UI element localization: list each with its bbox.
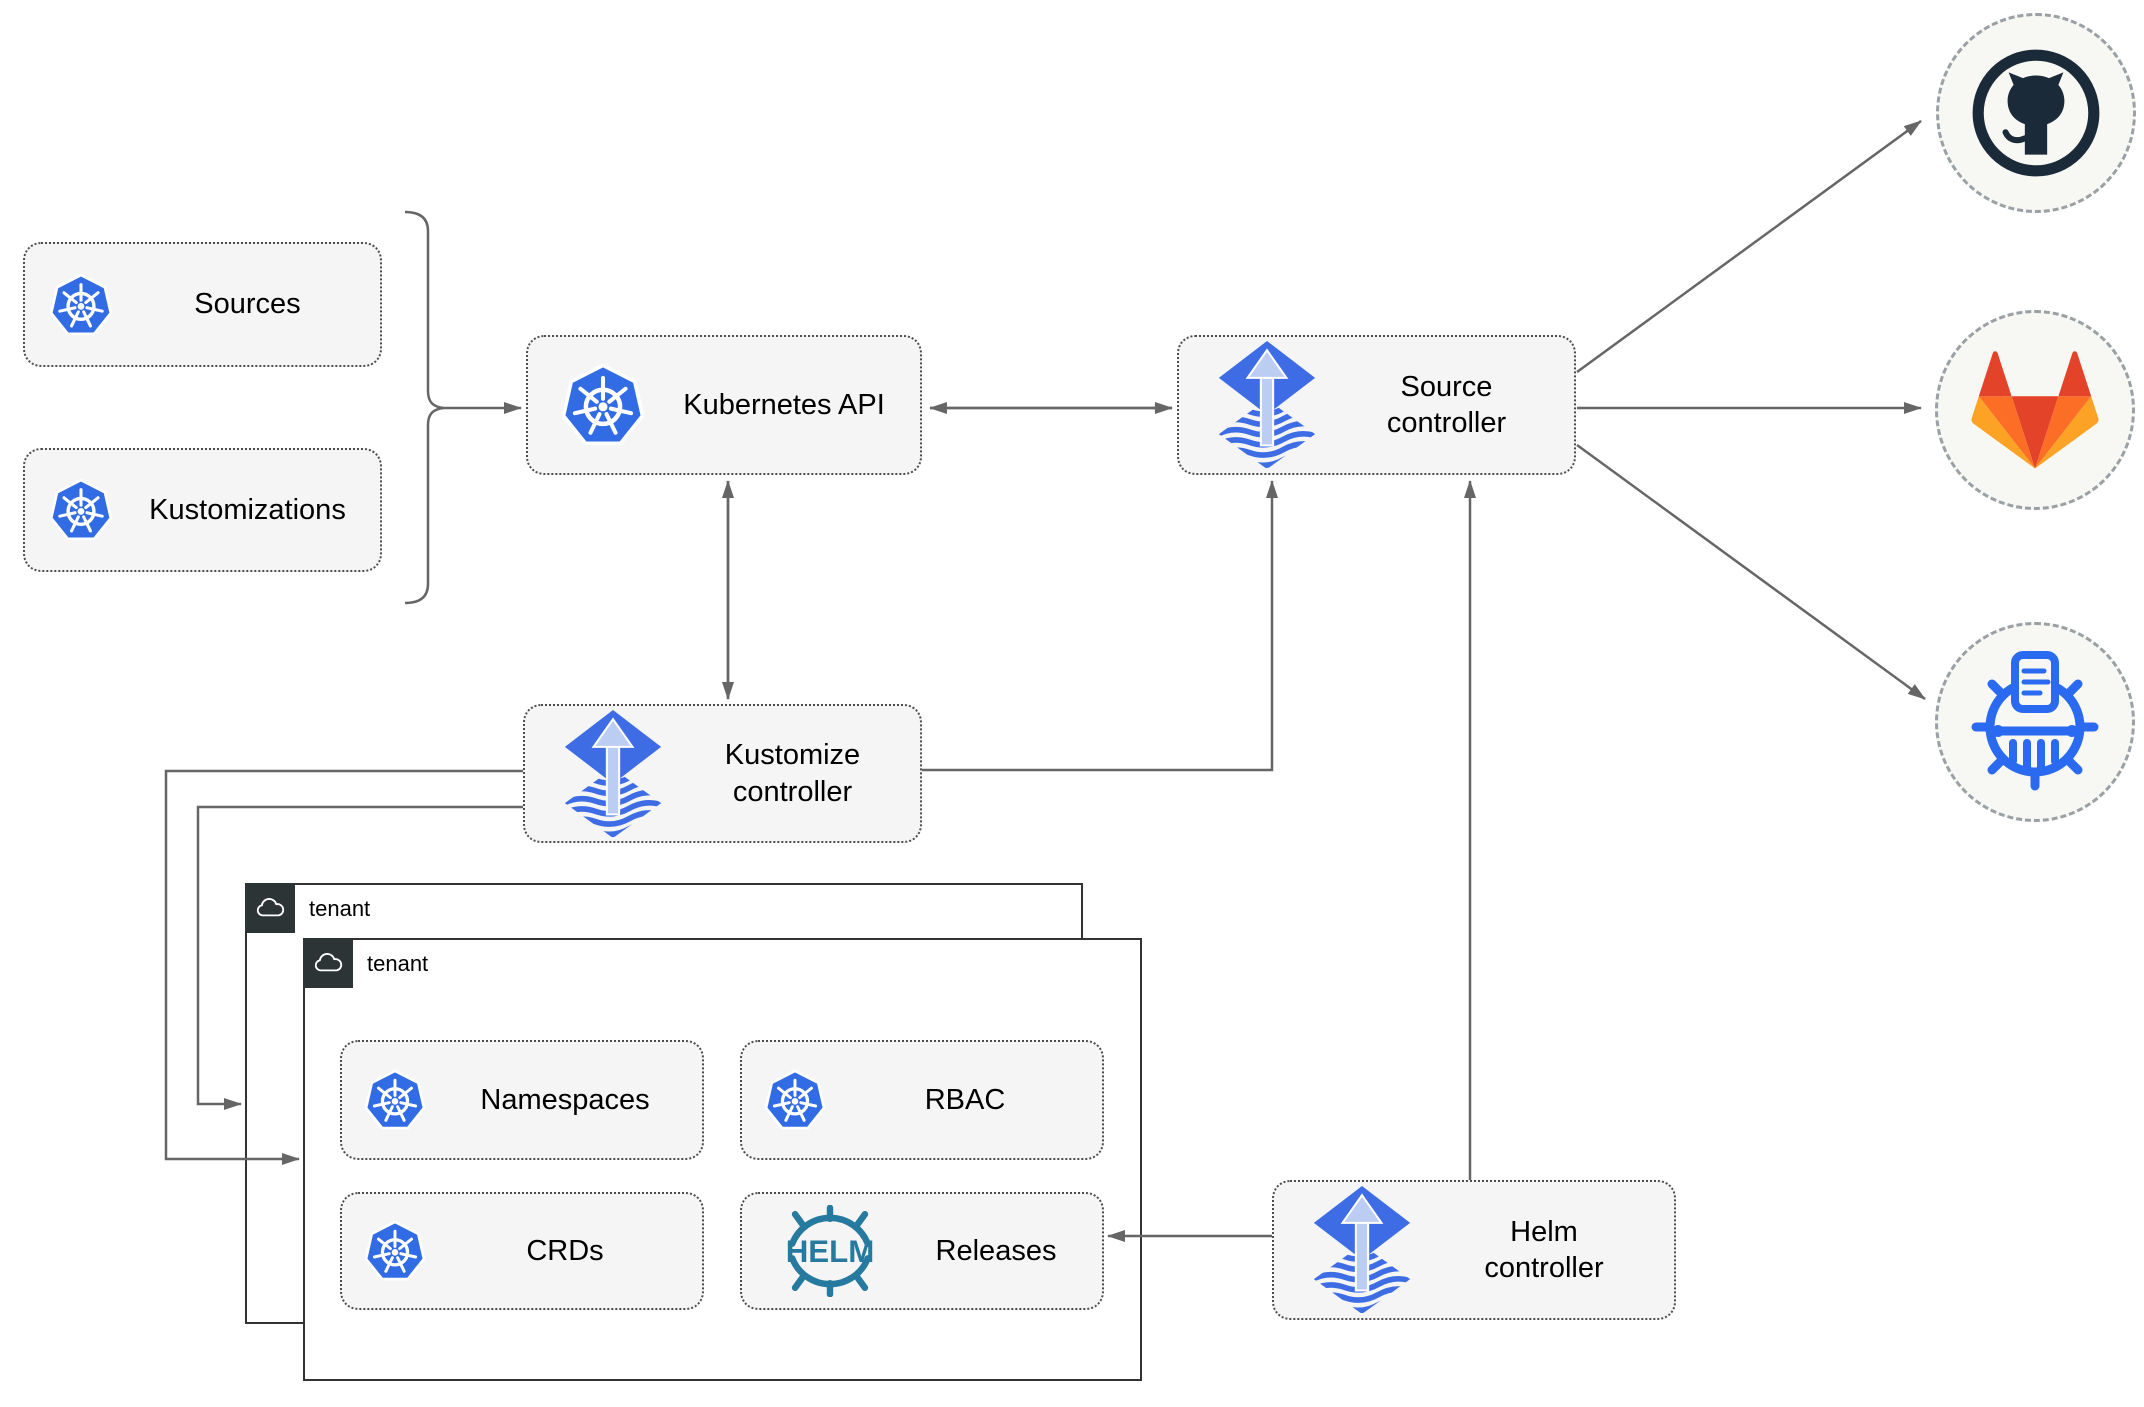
node-kubernetes-api: Kubernetes API bbox=[526, 335, 922, 475]
node-label: Namespaces bbox=[480, 1083, 650, 1116]
node-namespaces: Namespaces bbox=[340, 1040, 704, 1160]
tenant-badge bbox=[245, 883, 295, 933]
tenant-badge bbox=[303, 938, 353, 988]
gitlab-icon bbox=[1969, 343, 2101, 478]
node-label: CRDs bbox=[526, 1234, 604, 1267]
cloud-icon bbox=[311, 951, 345, 975]
brace-sources-group bbox=[404, 210, 445, 605]
kubernetes-icon bbox=[47, 271, 115, 339]
kubernetes-icon bbox=[362, 1218, 428, 1284]
node-kustomizations: Kustomizations bbox=[23, 448, 382, 572]
edge-kustomizectl-to-sourcectl bbox=[922, 480, 1278, 772]
kubernetes-icon bbox=[762, 1067, 828, 1133]
chartmuseum-icon bbox=[1960, 647, 2110, 797]
endpoint-gitlab bbox=[1935, 310, 2135, 510]
node-label: Source controller bbox=[1386, 370, 1507, 439]
node-kustomize-controller: Kustomize controller bbox=[523, 704, 922, 843]
kubernetes-icon bbox=[362, 1067, 428, 1133]
github-icon bbox=[1965, 42, 2107, 184]
node-label: Kubernetes API bbox=[683, 388, 885, 421]
endpoint-github bbox=[1936, 13, 2136, 213]
node-label: Helm controller bbox=[1484, 1215, 1604, 1284]
kubernetes-icon bbox=[558, 360, 648, 450]
node-label: Sources bbox=[194, 288, 301, 321]
node-label: RBAC bbox=[924, 1083, 1006, 1116]
node-crds: CRDs bbox=[340, 1192, 704, 1310]
tenant-label: tenant bbox=[309, 896, 371, 921]
node-rbac: RBAC bbox=[740, 1040, 1104, 1160]
flux-icon bbox=[1310, 1186, 1414, 1314]
node-label: Kustomize controller bbox=[724, 739, 861, 808]
kubernetes-icon bbox=[47, 476, 115, 544]
flux-icon bbox=[561, 710, 665, 838]
helm-icon: HELM bbox=[786, 1205, 875, 1297]
node-releases: HELM Releases bbox=[740, 1192, 1104, 1310]
cloud-icon bbox=[253, 896, 287, 920]
node-label: Kustomizations bbox=[149, 493, 346, 526]
helm-logo-text: HELM bbox=[786, 1234, 875, 1269]
edge-sourcectl-to-chartmuseum bbox=[1576, 443, 1926, 701]
node-label: Releases bbox=[935, 1234, 1057, 1267]
endpoint-chartmuseum bbox=[1935, 622, 2135, 822]
edge-sourcectl-to-github bbox=[1576, 119, 1922, 374]
node-helm-controller: Helm controller bbox=[1272, 1180, 1676, 1320]
tenant-label: tenant bbox=[367, 951, 429, 976]
node-source-controller: Source controller bbox=[1177, 335, 1576, 475]
flux-icon bbox=[1215, 341, 1319, 469]
node-sources: Sources bbox=[23, 242, 382, 367]
